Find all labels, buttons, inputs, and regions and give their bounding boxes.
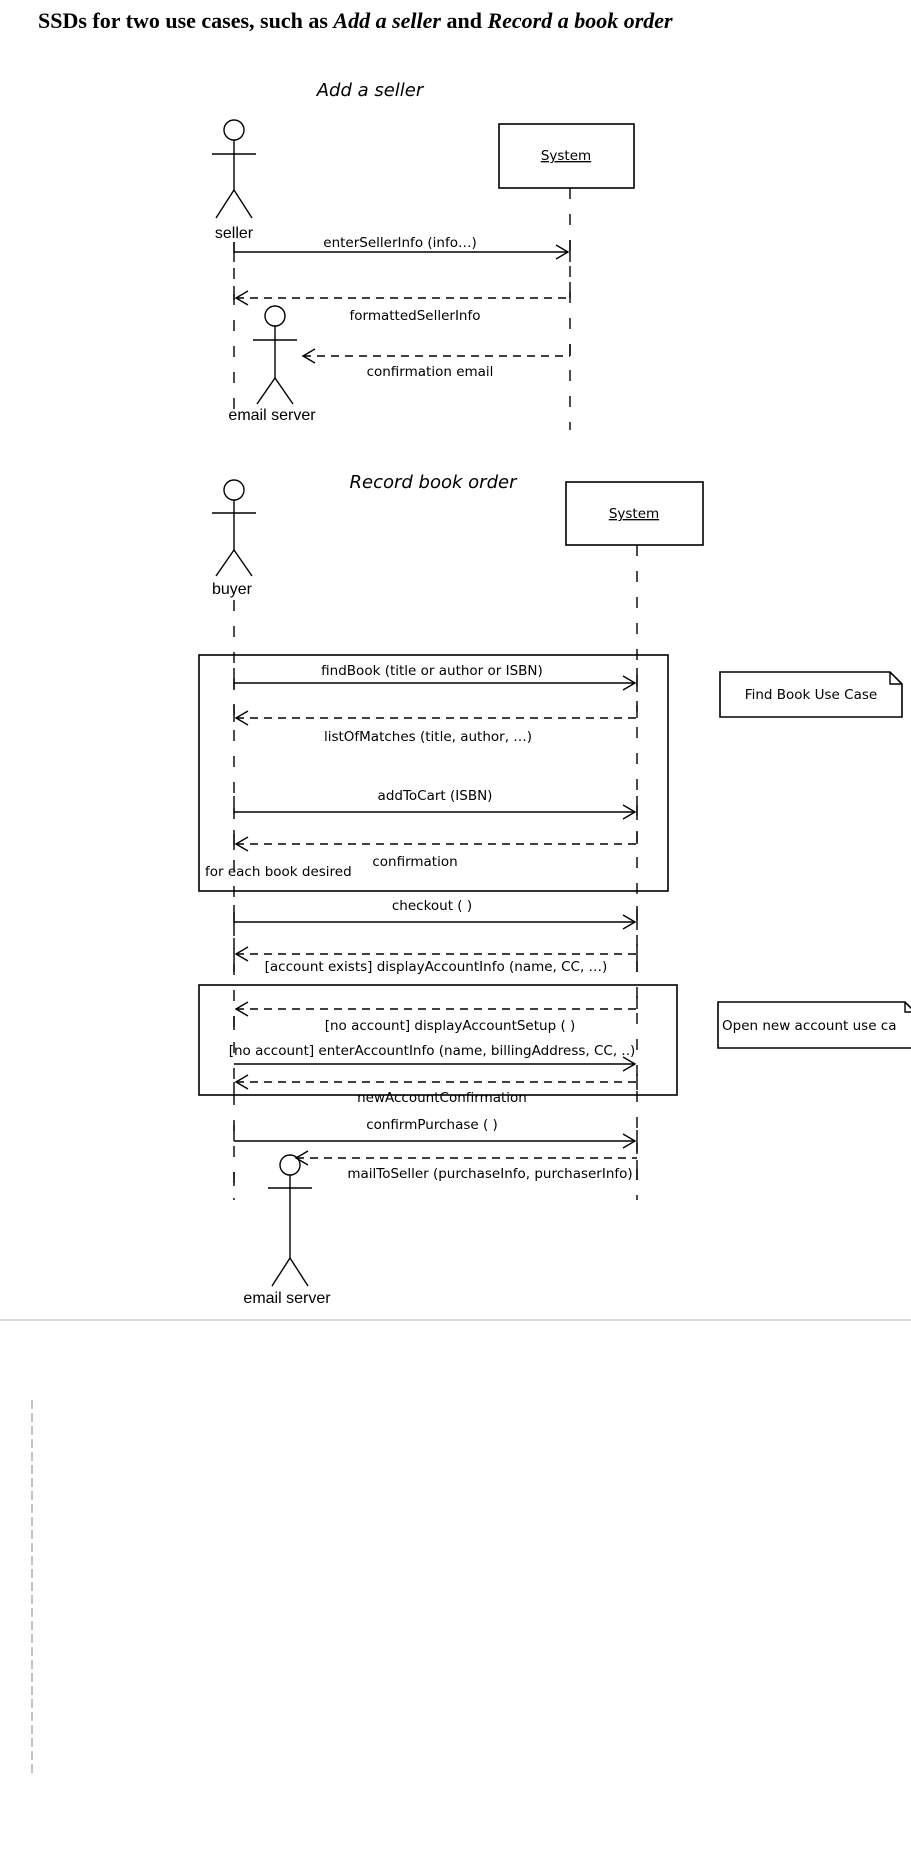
message-display-account-setup: [no account] displayAccountSetup ( ) [325, 1018, 576, 1034]
message-list-of-matches: listOfMatches (title, author, …) [324, 729, 532, 745]
message-find-book: findBook (title or author or ISBN) [321, 663, 543, 679]
message-add-to-cart: addToCart (ISBN) [378, 788, 493, 804]
message-confirmation: confirmation [372, 854, 457, 870]
seller-actor-label: seller [215, 225, 254, 242]
message-confirmation-email: confirmation email [367, 364, 494, 380]
system-label-2: System [609, 506, 659, 522]
note-find-book: Find Book Use Case [719, 671, 903, 718]
note-open-new-account-text: Open new account use ca [722, 1018, 897, 1034]
email-server-label-2: email server [243, 1290, 331, 1307]
message-confirm-purchase: confirmPurchase ( ) [366, 1117, 498, 1133]
diagram2-title: Record book order [350, 472, 519, 493]
system-label-1: System [541, 148, 591, 164]
message-checkout: checkout ( ) [392, 898, 472, 914]
system-box-1: System [498, 123, 635, 189]
message-mail-to-seller: mailToSeller (purchaseInfo, purchaserInf… [347, 1166, 632, 1182]
note-find-book-text: Find Book Use Case [745, 687, 877, 703]
buyer-actor-label: buyer [212, 581, 253, 598]
email-server-actor-icon-1 [253, 305, 297, 405]
email-server-actor-icon-2 [268, 1154, 312, 1287]
message-enter-seller-info: enterSellerInfo (info…) [323, 235, 476, 251]
message-enter-account-info: [no account] enterAccountInfo (name, bil… [229, 1043, 636, 1059]
page-title: SSDs for two use cases, such as Add a se… [38, 8, 673, 33]
diagram1-title: Add a seller [316, 80, 425, 101]
email-server-label-1: email server [228, 407, 316, 424]
system-box-2: System [565, 481, 704, 546]
loop-frame [198, 654, 669, 892]
loop-frame-label: for each book desired [205, 864, 352, 880]
buyer-actor-icon [212, 479, 256, 577]
message-formatted-seller-info: formattedSellerInfo [350, 308, 481, 324]
no-account-frame [198, 984, 678, 1096]
seller-actor-icon [212, 119, 256, 219]
message-display-account-info: [account exists] displayAccountInfo (nam… [265, 959, 608, 975]
message-new-account-confirmation: newAccountConfirmation [357, 1090, 527, 1106]
note-open-new-account: Open new account use ca [717, 1001, 911, 1049]
